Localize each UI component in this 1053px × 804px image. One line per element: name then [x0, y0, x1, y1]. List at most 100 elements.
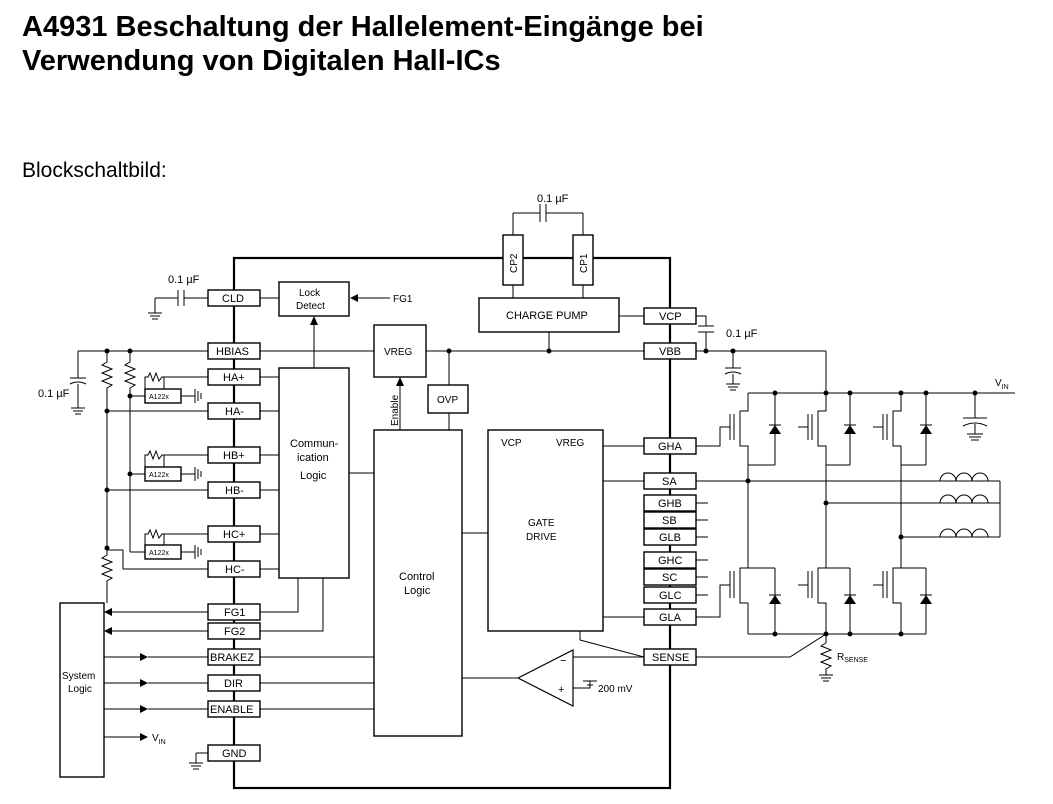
- svg-text:Lock: Lock: [299, 288, 321, 299]
- pin-vbb: VBB: [643, 342, 697, 360]
- pin-gha: GHA: [643, 437, 697, 455]
- svg-text:ENABLE: ENABLE: [210, 704, 253, 716]
- svg-text:HA+: HA+: [223, 372, 245, 384]
- svg-text:VREG: VREG: [556, 438, 585, 449]
- vin-system-label: VIN: [152, 733, 166, 746]
- svg-text:Control: Control: [399, 571, 434, 583]
- pin-cld: CLD: [207, 289, 261, 307]
- svg-text:0.1 µF: 0.1 µF: [38, 388, 70, 400]
- pin-hb-plus: HB+: [207, 446, 261, 464]
- svg-text:0.1 µF: 0.1 µF: [168, 274, 200, 286]
- gate-drive-block: VCP VREG GATE DRIVE: [487, 429, 604, 632]
- pin-cp1: CP1: [572, 234, 594, 286]
- vreg-block: VREG: [373, 324, 427, 378]
- svg-text:SC: SC: [662, 572, 677, 584]
- fg1-input-label: FG1: [393, 294, 413, 305]
- svg-text:DRIVE: DRIVE: [526, 532, 557, 543]
- svg-text:HC+: HC+: [223, 529, 245, 541]
- cp-capacitor: 0.1 µF: [512, 193, 584, 235]
- svg-text:FG2: FG2: [224, 626, 245, 638]
- pin-ha-minus: HA-: [207, 402, 261, 420]
- svg-text:GATE: GATE: [528, 518, 555, 529]
- svg-text:VREG: VREG: [384, 347, 413, 358]
- svg-text:GHB: GHB: [658, 498, 682, 510]
- ref-voltage-label: 200 mV: [598, 684, 633, 695]
- pin-brakez: BRAKEZ: [207, 648, 261, 666]
- hall-ic-b: A122x: [130, 449, 208, 482]
- pin-hc-minus: HC-: [207, 560, 261, 578]
- hall-ic-a: A122x: [130, 371, 208, 404]
- svg-text:CP2: CP2: [509, 253, 520, 273]
- svg-text:Logic: Logic: [68, 684, 92, 695]
- svg-text:+: +: [558, 684, 564, 696]
- svg-text:HA-: HA-: [225, 406, 244, 418]
- svg-text:GND: GND: [222, 748, 247, 760]
- svg-text:SA: SA: [662, 476, 677, 488]
- ovp-block: OVP: [427, 384, 469, 414]
- rsense-label: RSENSE: [837, 652, 868, 664]
- title-line-2: Verwendung von Digitalen Hall-ICs: [22, 45, 501, 77]
- pin-cp2: CP2: [502, 234, 524, 286]
- pin-ghb: GHB: [643, 494, 697, 512]
- svg-text:CLD: CLD: [222, 293, 244, 305]
- svg-text:SENSE: SENSE: [652, 652, 689, 664]
- svg-text:Commun-: Commun-: [290, 438, 339, 450]
- svg-text:HBIAS: HBIAS: [216, 346, 249, 358]
- pin-glc: GLC: [643, 586, 697, 604]
- system-logic-block: System Logic: [59, 602, 105, 778]
- hall-ic-c: A122x: [130, 528, 208, 560]
- pin-hb-minus: HB-: [207, 481, 261, 499]
- pin-fg1: FG1: [207, 603, 261, 621]
- svg-text:Logic: Logic: [300, 470, 327, 482]
- pullup-resistor-2: [123, 351, 137, 552]
- hbias-capacitor: 0.1 µF: [38, 351, 87, 415]
- pin-hc-plus: HC+: [207, 525, 261, 543]
- pin-enable: ENABLE: [207, 700, 261, 718]
- pin-dir: DIR: [207, 674, 261, 692]
- svg-text:BRAKEZ: BRAKEZ: [210, 652, 254, 664]
- svg-text:VBB: VBB: [659, 346, 681, 358]
- svg-text:ication: ication: [297, 452, 329, 464]
- svg-text:HB-: HB-: [225, 485, 244, 497]
- svg-text:GLB: GLB: [659, 532, 681, 544]
- pin-gnd: GND: [207, 744, 261, 762]
- svg-text:HC-: HC-: [225, 564, 245, 576]
- svg-text:GLA: GLA: [659, 612, 682, 624]
- svg-text:CP1: CP1: [579, 253, 590, 273]
- pullup-resistor-1: [100, 351, 114, 411]
- svg-text:SB: SB: [662, 515, 677, 527]
- svg-text:A122x: A122x: [149, 394, 169, 401]
- pin-glb: GLB: [643, 528, 697, 546]
- cld-capacitor: 0.1 µF: [148, 274, 208, 320]
- pin-gla: GLA: [643, 608, 697, 626]
- svg-text:DIR: DIR: [224, 678, 243, 690]
- charge-pump-block: CHARGE PUMP: [478, 297, 620, 333]
- sense-resistor: RSENSE: [696, 633, 868, 682]
- svg-text:GHC: GHC: [658, 555, 683, 567]
- pin-hbias: HBIAS: [207, 342, 261, 360]
- vin-supply-label: VIN: [995, 378, 1009, 391]
- svg-text:A122x: A122x: [149, 472, 169, 479]
- svg-text:A122x: A122x: [149, 550, 169, 557]
- svg-text:System: System: [62, 671, 95, 682]
- svg-text:VCP: VCP: [501, 438, 522, 449]
- svg-text:Logic: Logic: [404, 585, 431, 597]
- pullup-resistor-3: [100, 548, 114, 603]
- title-line-1: A4931 Beschaltung der Hallelement-Eingän…: [22, 11, 704, 43]
- svg-text:HB+: HB+: [223, 450, 245, 462]
- pin-sense: SENSE: [643, 648, 697, 666]
- svg-text:GHA: GHA: [658, 441, 683, 453]
- svg-text:0.1 µF: 0.1 µF: [726, 328, 758, 340]
- svg-text:VCP: VCP: [659, 311, 682, 323]
- enable-signal-label: Enable: [390, 394, 401, 426]
- lock-detect-block: Lock Detect: [278, 281, 350, 317]
- pin-fg2: FG2: [207, 622, 261, 640]
- pin-sc: SC: [643, 568, 697, 586]
- communication-logic-block: Commun- ication Logic: [278, 367, 350, 579]
- svg-text:FG1: FG1: [224, 607, 245, 619]
- svg-text:GLC: GLC: [659, 590, 682, 602]
- svg-text:OVP: OVP: [437, 395, 458, 406]
- pin-sa: SA: [643, 472, 697, 490]
- page-title: A4931 Beschaltung der Hallelement-Eingän…: [22, 10, 704, 78]
